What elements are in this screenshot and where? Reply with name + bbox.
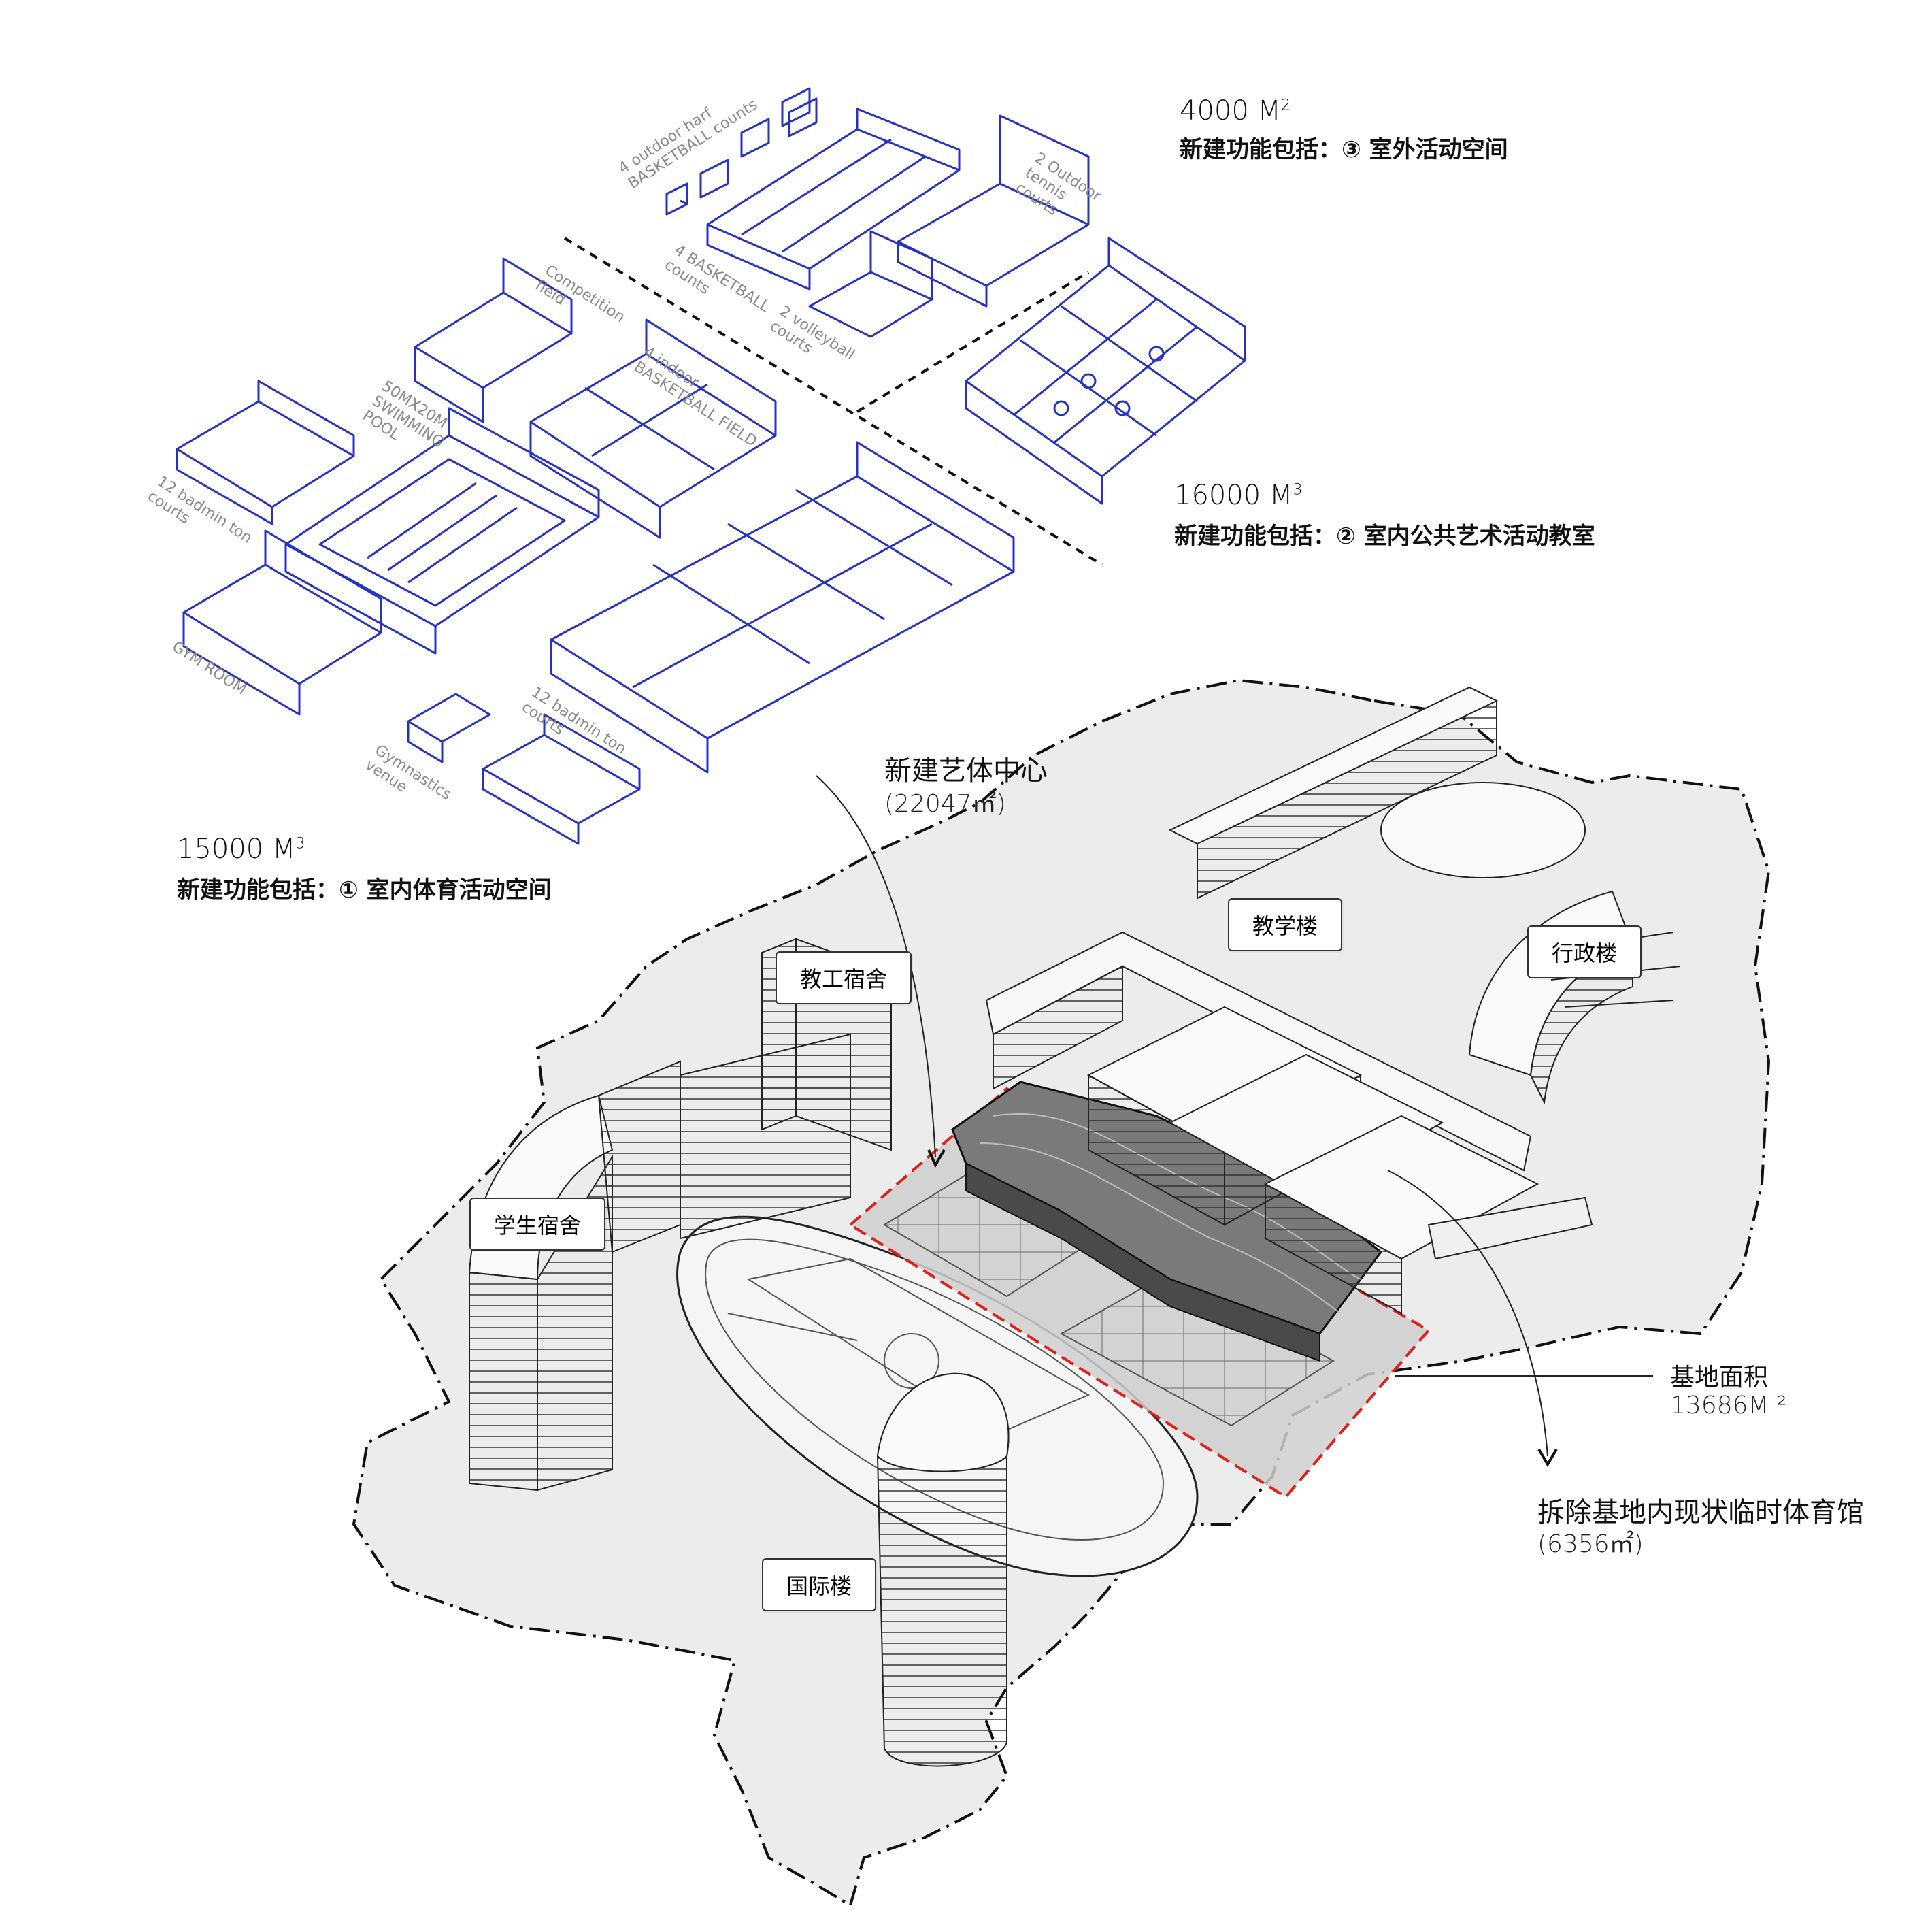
module-swimming [284, 407, 600, 655]
outdoor-functions: 新建功能包括：③ 室外活动空间 [1180, 136, 1508, 163]
center-leader [816, 775, 936, 1157]
art-volume: 16000 M3 [1174, 480, 1303, 511]
admin-building-tag: 行政楼 [1527, 925, 1642, 978]
site-area: 13686M ² [1670, 1392, 1787, 1419]
teaching-building-tag: 教学楼 [1228, 898, 1343, 951]
outdoor-volume: 4000 M2 [1180, 95, 1291, 127]
module-half-basketball [665, 87, 818, 216]
module-badminton-b [550, 441, 1015, 774]
teaching-building [985, 686, 1593, 1315]
module-volleyball [808, 230, 933, 338]
module-badminton-a [176, 380, 355, 525]
international-tag: 国际楼 [762, 1558, 877, 1611]
divider-lower [856, 271, 1090, 413]
demolish-title: 拆除基地内现状临时体育馆 [1537, 1497, 1864, 1528]
module-indoor-basketball [529, 318, 777, 539]
art-functions: 新建功能包括：② 室内公共艺术活动教室 [1174, 523, 1595, 550]
module-gymnastics [407, 693, 641, 845]
center-title: 新建艺体中心 [884, 755, 1048, 787]
module-art-classrooms [965, 237, 1246, 505]
module-competition [414, 257, 573, 423]
staff-dorm-tag: 教工宿舍 [776, 951, 912, 1004]
module-gym [182, 529, 382, 716]
module-basketball [706, 108, 961, 291]
center-area: (22047㎡) [884, 790, 1006, 818]
sports-functions: 新建功能包括：① 室内体育活动空间 [177, 876, 552, 904]
divider-upper [563, 237, 1103, 566]
international-building [876, 1372, 1010, 1767]
student-dorm-tag: 学生宿舍 [469, 1198, 606, 1251]
module-tennis [897, 114, 1090, 308]
demolish-area: (6356㎡) [1537, 1530, 1644, 1558]
sports-volume: 15000 M3 [177, 834, 305, 865]
site-title: 基地面积 [1670, 1364, 1769, 1392]
demolish-leader [1387, 1170, 1548, 1457]
